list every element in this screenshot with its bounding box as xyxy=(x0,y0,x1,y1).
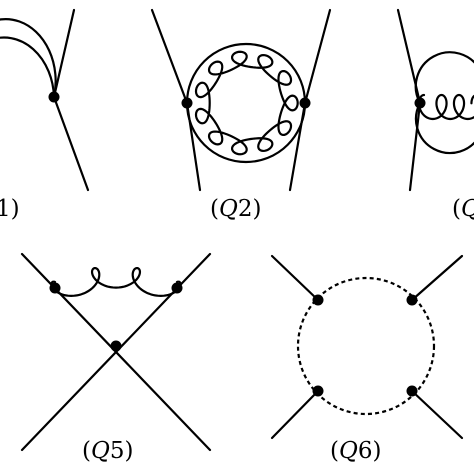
q2-leg-right-top xyxy=(303,8,332,105)
q2-vertex-right xyxy=(299,97,311,109)
diagram-q2 xyxy=(150,8,332,192)
q2-gluon-path xyxy=(194,50,299,156)
q6-scalar-loop xyxy=(296,276,436,416)
q6-leg-top-left xyxy=(270,254,320,302)
q3-vertex xyxy=(414,97,426,109)
q5-vertex-left xyxy=(49,282,61,294)
q1-leg-lower xyxy=(52,95,90,192)
q6-leg-bottom-right xyxy=(410,389,464,440)
q6-vertex-top-left xyxy=(312,294,324,306)
q6-vertex-bottom-right xyxy=(406,385,418,397)
q6-leg-bottom-left xyxy=(270,389,320,440)
q6-vertex-bottom-left xyxy=(312,385,324,397)
caption-q5: (Q5) xyxy=(82,438,134,464)
caption-q3: (Q xyxy=(452,196,474,222)
diagram-q5 xyxy=(20,252,212,452)
q3-loop-lower xyxy=(414,101,474,155)
q3-leg-bottom xyxy=(408,101,422,192)
q3-gluon-loops xyxy=(417,93,474,121)
q6-leg-top-right xyxy=(410,254,464,302)
q1-leg-upper xyxy=(52,8,76,99)
q2-leg-left-top xyxy=(150,8,189,105)
q1-loop xyxy=(0,18,57,99)
q6-vertex-top-right xyxy=(406,294,418,306)
q2-loop xyxy=(185,42,307,164)
diagram-q3 xyxy=(396,8,474,192)
q5-vertex-center xyxy=(110,340,122,352)
q5-gluon-line xyxy=(50,266,182,297)
diagram-q1 xyxy=(0,8,90,192)
q5-gluon-path xyxy=(50,266,182,297)
caption-q1: 1) xyxy=(0,196,20,222)
q2-vertex-left xyxy=(181,97,193,109)
caption-q2: (Q2) xyxy=(210,196,262,222)
q3-loop xyxy=(414,51,474,105)
q1-loop-top xyxy=(0,36,56,99)
q5-vertex-right xyxy=(171,282,183,294)
diagram-q6 xyxy=(270,254,464,440)
q2-gluon-ring xyxy=(194,50,299,156)
q3-gluon-path xyxy=(417,93,474,121)
caption-q6: (Q6) xyxy=(330,438,382,464)
q1-vertex xyxy=(48,91,60,103)
